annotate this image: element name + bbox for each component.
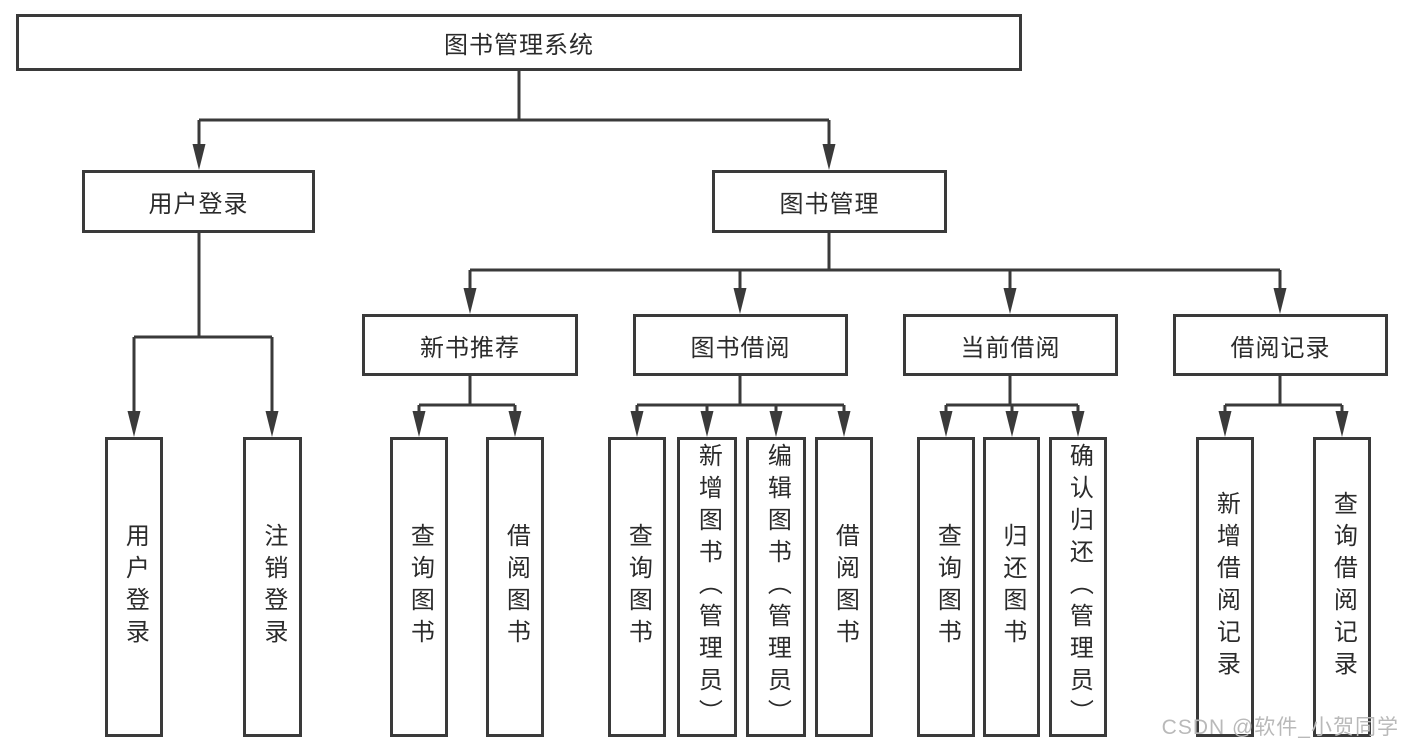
node-label: 用户登录 bbox=[121, 523, 149, 651]
node-label: 新增图书（管理员） bbox=[694, 443, 722, 731]
node-label: 借阅图书 bbox=[831, 523, 859, 651]
node-label: 新书推荐 bbox=[420, 334, 520, 362]
watermark: CSDN @软件_小贺同学 bbox=[1161, 716, 1399, 739]
leaf-borrow-books: 借阅图书 bbox=[815, 437, 873, 737]
leaf-query-books-recommend: 查询图书 bbox=[390, 437, 448, 737]
node-label: 查询图书 bbox=[624, 523, 652, 651]
arrow-down-icons bbox=[127, 144, 1349, 437]
node-label: 用户登录 bbox=[148, 191, 249, 218]
node-label: 查询图书 bbox=[406, 523, 434, 651]
node-label: 归还图书 bbox=[998, 523, 1026, 651]
node-label: 图书管理 bbox=[779, 191, 880, 218]
node-label: 新增借阅记录 bbox=[1212, 491, 1240, 683]
node-label: 图书管理系统 bbox=[444, 32, 594, 59]
leaf-user-login: 用户登录 bbox=[105, 437, 163, 737]
node-label: 当前借阅 bbox=[960, 334, 1061, 362]
node-book-management: 图书管理 bbox=[712, 170, 947, 233]
node-new-book-recommend: 新书推荐 bbox=[362, 314, 578, 376]
node-label: 确认归还（管理员） bbox=[1065, 443, 1093, 731]
leaf-return-book: 归还图书 bbox=[983, 437, 1040, 737]
leaf-query-books-borrow: 查询图书 bbox=[608, 437, 666, 737]
node-user-login: 用户登录 bbox=[82, 170, 315, 233]
node-label: 查询借阅记录 bbox=[1329, 491, 1357, 683]
leaf-add-borrow-record: 新增借阅记录 bbox=[1196, 437, 1254, 737]
leaf-borrow-books-recommend: 借阅图书 bbox=[486, 437, 544, 737]
leaf-confirm-return-admin: 确认归还（管理员） bbox=[1049, 437, 1107, 737]
leaf-query-books-current: 查询图书 bbox=[917, 437, 975, 737]
leaf-add-book-admin: 新增图书（管理员） bbox=[677, 437, 737, 737]
node-label: 注销登录 bbox=[259, 523, 287, 651]
node-label: 图书借阅 bbox=[690, 334, 791, 362]
node-book-borrow: 图书借阅 bbox=[633, 314, 848, 376]
leaf-logout: 注销登录 bbox=[243, 437, 302, 737]
node-label: 借阅记录 bbox=[1230, 334, 1331, 362]
node-label: 查询图书 bbox=[933, 523, 961, 651]
node-label: 编辑图书（管理员） bbox=[763, 443, 791, 731]
leaf-edit-book-admin: 编辑图书（管理员） bbox=[746, 437, 806, 737]
node-library-management-system: 图书管理系统 bbox=[16, 14, 1022, 71]
leaf-query-borrow-record: 查询借阅记录 bbox=[1313, 437, 1371, 737]
node-label: 借阅图书 bbox=[502, 523, 530, 651]
node-borrow-records: 借阅记录 bbox=[1173, 314, 1388, 376]
node-current-borrow: 当前借阅 bbox=[903, 314, 1118, 376]
